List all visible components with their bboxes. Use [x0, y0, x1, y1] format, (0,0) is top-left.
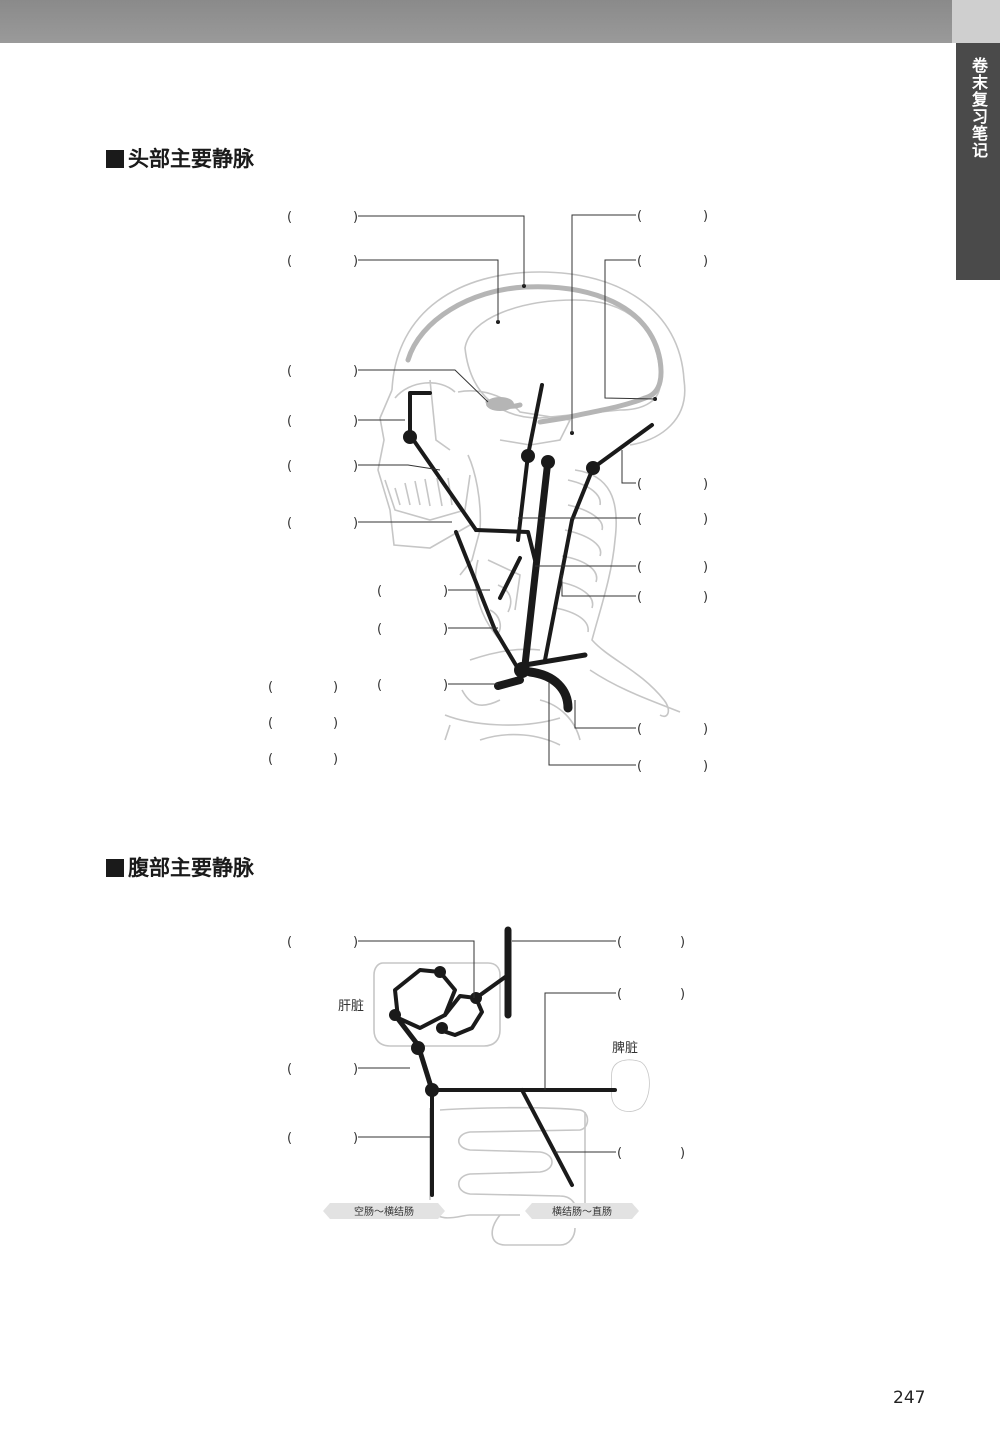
- svg-text:(: (: [377, 622, 382, 637]
- cervical-outline: [575, 470, 668, 716]
- top-header-corner: [952, 0, 1000, 43]
- svg-text:(: (: [617, 987, 622, 1002]
- svg-text:): ): [680, 1146, 685, 1161]
- svg-text:(: (: [377, 584, 382, 599]
- svg-text:): ): [703, 254, 708, 269]
- svg-text:): ): [333, 680, 338, 695]
- svg-text:(: (: [637, 254, 642, 269]
- svg-text:(: (: [268, 716, 273, 731]
- svg-text:(: (: [377, 678, 382, 693]
- region-tag-right: 横结肠～直肠: [525, 1203, 639, 1219]
- head-section-title-text: 头部主要静脉: [128, 147, 254, 171]
- svg-text:): ): [703, 209, 708, 224]
- svg-text:(: (: [287, 414, 292, 429]
- svg-text:): ): [333, 716, 338, 731]
- svg-text:): ): [680, 987, 685, 1002]
- head-blank-labels-left: () () () () () () () () () () () (): [268, 210, 448, 767]
- svg-text:(: (: [637, 590, 642, 605]
- face-outline: [378, 390, 470, 548]
- svg-text:(: (: [268, 752, 273, 767]
- svg-text:(: (: [287, 364, 292, 379]
- svg-text:): ): [703, 477, 708, 492]
- svg-text:): ): [353, 459, 358, 474]
- region-tag-right-text: 横结肠～直肠: [552, 1205, 612, 1218]
- common-facial-vein: [476, 530, 535, 560]
- svg-text:): ): [703, 560, 708, 575]
- svg-text:): ): [353, 254, 358, 269]
- spleen-label: 脾脏: [612, 1041, 638, 1056]
- page-number: 247: [893, 1388, 925, 1408]
- svg-text:): ): [443, 678, 448, 693]
- svg-text:(: (: [637, 722, 642, 737]
- abdomen-section-title-text: 腹部主要静脉: [128, 856, 254, 880]
- svg-text:(: (: [287, 254, 292, 269]
- brachiocephalic-vein: [498, 680, 520, 686]
- svg-text:): ): [443, 622, 448, 637]
- svg-text:): ): [353, 516, 358, 531]
- dural-sinuses: [408, 287, 661, 422]
- svg-text:): ): [703, 722, 708, 737]
- svg-text:): ): [353, 364, 358, 379]
- title-square-icon: [106, 150, 124, 168]
- svg-text:(: (: [287, 935, 292, 950]
- skull-outline: [392, 272, 685, 445]
- cavernous-sinus-body: [486, 397, 514, 411]
- head-blank-labels-right: () () () () () () () (): [637, 209, 708, 774]
- svg-text:): ): [353, 1062, 358, 1077]
- svg-text:(: (: [287, 516, 292, 531]
- external-jugular-vein: [545, 425, 652, 660]
- svg-text:): ): [333, 752, 338, 767]
- spleen-shape: [612, 1060, 649, 1111]
- svg-text:(: (: [637, 759, 642, 774]
- head-section-title: 头部主要静脉: [106, 143, 254, 173]
- svg-text:): ): [703, 512, 708, 527]
- svg-text:(: (: [287, 1131, 292, 1146]
- svg-text:): ): [353, 210, 358, 225]
- top-header-bar: [0, 0, 1000, 43]
- svg-text:): ): [703, 759, 708, 774]
- svg-text:(: (: [637, 512, 642, 527]
- hepatic-vein-loop-left: [395, 970, 455, 1028]
- svg-text:(: (: [637, 477, 642, 492]
- svg-text:): ): [353, 414, 358, 429]
- supraorbital-vein: [410, 393, 430, 435]
- abdomen-veins-diagram: 肝脏 脾脏 空肠～横结肠 横结肠～直肠 () () () () () (): [0, 910, 1000, 1260]
- svg-text:(: (: [637, 209, 642, 224]
- intestine-outline: [430, 1108, 588, 1215]
- region-tag-left-text: 空肠～横结肠: [354, 1205, 414, 1218]
- liver-label: 肝脏: [338, 999, 364, 1014]
- subclavian-vein: [525, 655, 585, 665]
- abdomen-section-title: 腹部主要静脉: [106, 852, 254, 882]
- svg-text:): ): [353, 935, 358, 950]
- svg-text:(: (: [268, 680, 273, 695]
- svg-text:(: (: [287, 459, 292, 474]
- svg-text:(: (: [617, 1146, 622, 1161]
- jaw-outline: [460, 455, 480, 575]
- title-square-icon: [106, 859, 124, 877]
- svg-text:(: (: [287, 210, 292, 225]
- internal-jugular-vein: [525, 460, 548, 665]
- svg-text:(: (: [637, 560, 642, 575]
- svg-text:(: (: [617, 935, 622, 950]
- side-chapter-tab-label: 卷末复习笔记: [966, 57, 990, 159]
- svg-text:): ): [443, 584, 448, 599]
- region-tag-left: 空肠～横结肠: [323, 1203, 445, 1219]
- svg-text:): ): [703, 590, 708, 605]
- head-veins-diagram: () () () () () () () () () () () () () (…: [0, 190, 1000, 790]
- abdomen-veins: [395, 930, 615, 1195]
- svg-text:): ): [353, 1131, 358, 1146]
- svg-text:): ): [680, 935, 685, 950]
- svg-text:(: (: [287, 1062, 292, 1077]
- inferior-mesenteric-vein: [522, 1090, 572, 1185]
